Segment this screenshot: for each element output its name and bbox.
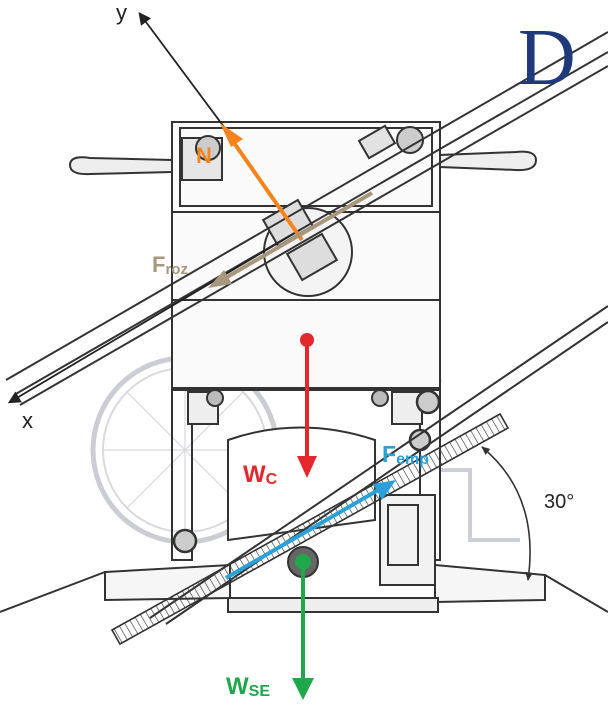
machine-frame — [0, 121, 608, 613]
x-axis-label: x — [22, 408, 33, 433]
normal-force: N — [196, 123, 304, 242]
normal-force-label: N — [196, 143, 212, 168]
friction-force-arrow — [220, 191, 374, 282]
system-weight: WSE — [226, 554, 314, 700]
system-weight-label: WSE — [226, 673, 270, 700]
y-axis — [138, 11, 231, 136]
angle-indicator: 30° — [481, 446, 574, 581]
friction-force-label: Froz — [152, 252, 188, 278]
y-axis-label: y — [116, 0, 127, 25]
chair-weight-origin — [300, 333, 314, 347]
system-weight-origin — [295, 554, 311, 570]
chair-weight-label: WC — [243, 461, 278, 488]
upper-rail — [5, 31, 608, 406]
chair-weight: WC — [243, 333, 317, 488]
friction-force: Froz — [152, 191, 374, 288]
push-force: Femp — [224, 441, 429, 580]
system-weight-arrowhead — [292, 678, 314, 700]
push-force-arrowhead — [373, 480, 396, 500]
x-axis — [7, 229, 301, 404]
angle-label: 30° — [544, 491, 574, 513]
chair-weight-arrowhead — [297, 456, 317, 478]
coordinate-axes: y x — [7, 0, 301, 433]
panel-letter: D — [518, 14, 576, 102]
push-force-arrow — [224, 487, 382, 580]
normal-force-arrowhead — [220, 123, 243, 147]
friction-force-arrowhead — [208, 270, 232, 288]
push-force-label: Femp — [382, 441, 429, 468]
normal-force-arrow — [230, 138, 304, 242]
